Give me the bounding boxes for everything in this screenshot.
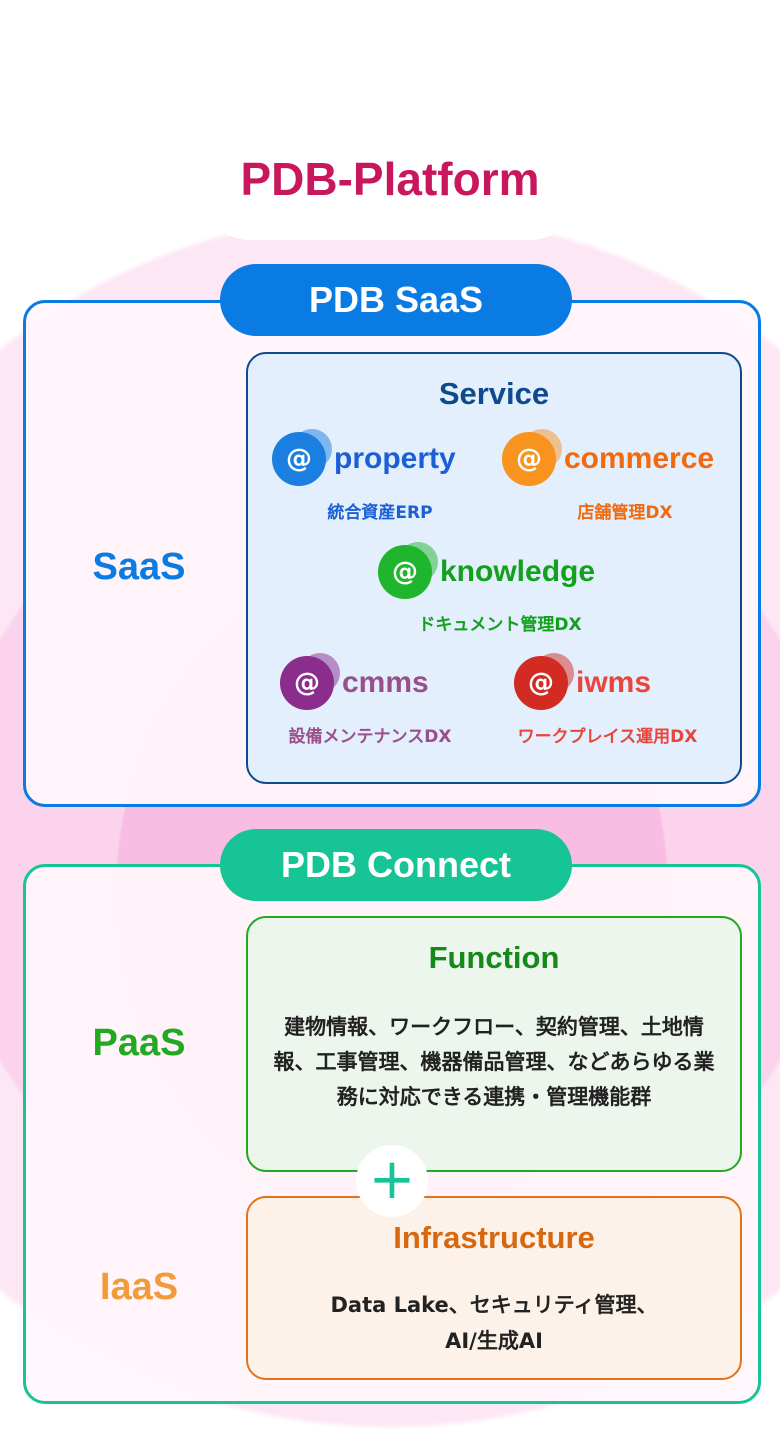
iaas-layer-label: IaaS bbox=[99, 1266, 179, 1308]
page-title: PDB-Platform bbox=[240, 153, 540, 205]
iwms-subtitle: ワークプレイス運用DX bbox=[517, 727, 698, 747]
cmms-subtitle: 設備メンテナンスDX bbox=[288, 727, 452, 747]
infrastructure-description-line1: Data Lake、セキュリティ管理、 bbox=[330, 1293, 658, 1317]
service-title: Service bbox=[438, 376, 550, 411]
knowledge-subtitle: ドキュメント管理DX bbox=[418, 615, 582, 635]
product-knowledge[interactable]: @ knowledge bbox=[378, 542, 595, 599]
knowledge-logo-icon: @ bbox=[378, 542, 438, 599]
service-box: Service bbox=[246, 352, 742, 784]
pdb-connect-pill: PDB Connect bbox=[220, 829, 572, 901]
plus-icon: + bbox=[356, 1145, 428, 1217]
iwms-logo-icon: @ bbox=[514, 653, 574, 710]
function-box: Function 建物情報、ワークフロー、契約管理、土地情報、工事管理、機器備品… bbox=[246, 916, 742, 1172]
commerce-subtitle: 店舗管理DX bbox=[577, 503, 673, 523]
property-subtitle: 統合資産ERP bbox=[327, 503, 433, 523]
function-title: Function bbox=[428, 940, 560, 975]
product-commerce[interactable]: @ commerce bbox=[502, 429, 714, 486]
paas-layer-label: PaaS bbox=[92, 1022, 186, 1064]
saas-layer-label: SaaS bbox=[92, 546, 186, 588]
commerce-logo-icon: @ bbox=[502, 429, 562, 486]
infrastructure-box: Infrastructure Data Lake、セキュリティ管理、 AI/生成… bbox=[246, 1196, 742, 1380]
product-property[interactable]: @ property bbox=[272, 429, 456, 486]
product-iwms[interactable]: @ iwms bbox=[514, 653, 651, 710]
infrastructure-description-line2: AI/生成AI bbox=[445, 1329, 543, 1353]
infrastructure-title: Infrastructure bbox=[393, 1220, 595, 1255]
pdb-saas-pill: PDB SaaS bbox=[220, 264, 572, 336]
product-cmms[interactable]: @ cmms bbox=[280, 653, 429, 710]
property-logo-icon: @ bbox=[272, 429, 332, 486]
function-description: 建物情報、ワークフロー、契約管理、土地情報、工事管理、機器備品管理、などあらゆる… bbox=[273, 1015, 715, 1109]
cmms-logo-icon: @ bbox=[280, 653, 340, 710]
title-notch bbox=[200, 150, 580, 240]
